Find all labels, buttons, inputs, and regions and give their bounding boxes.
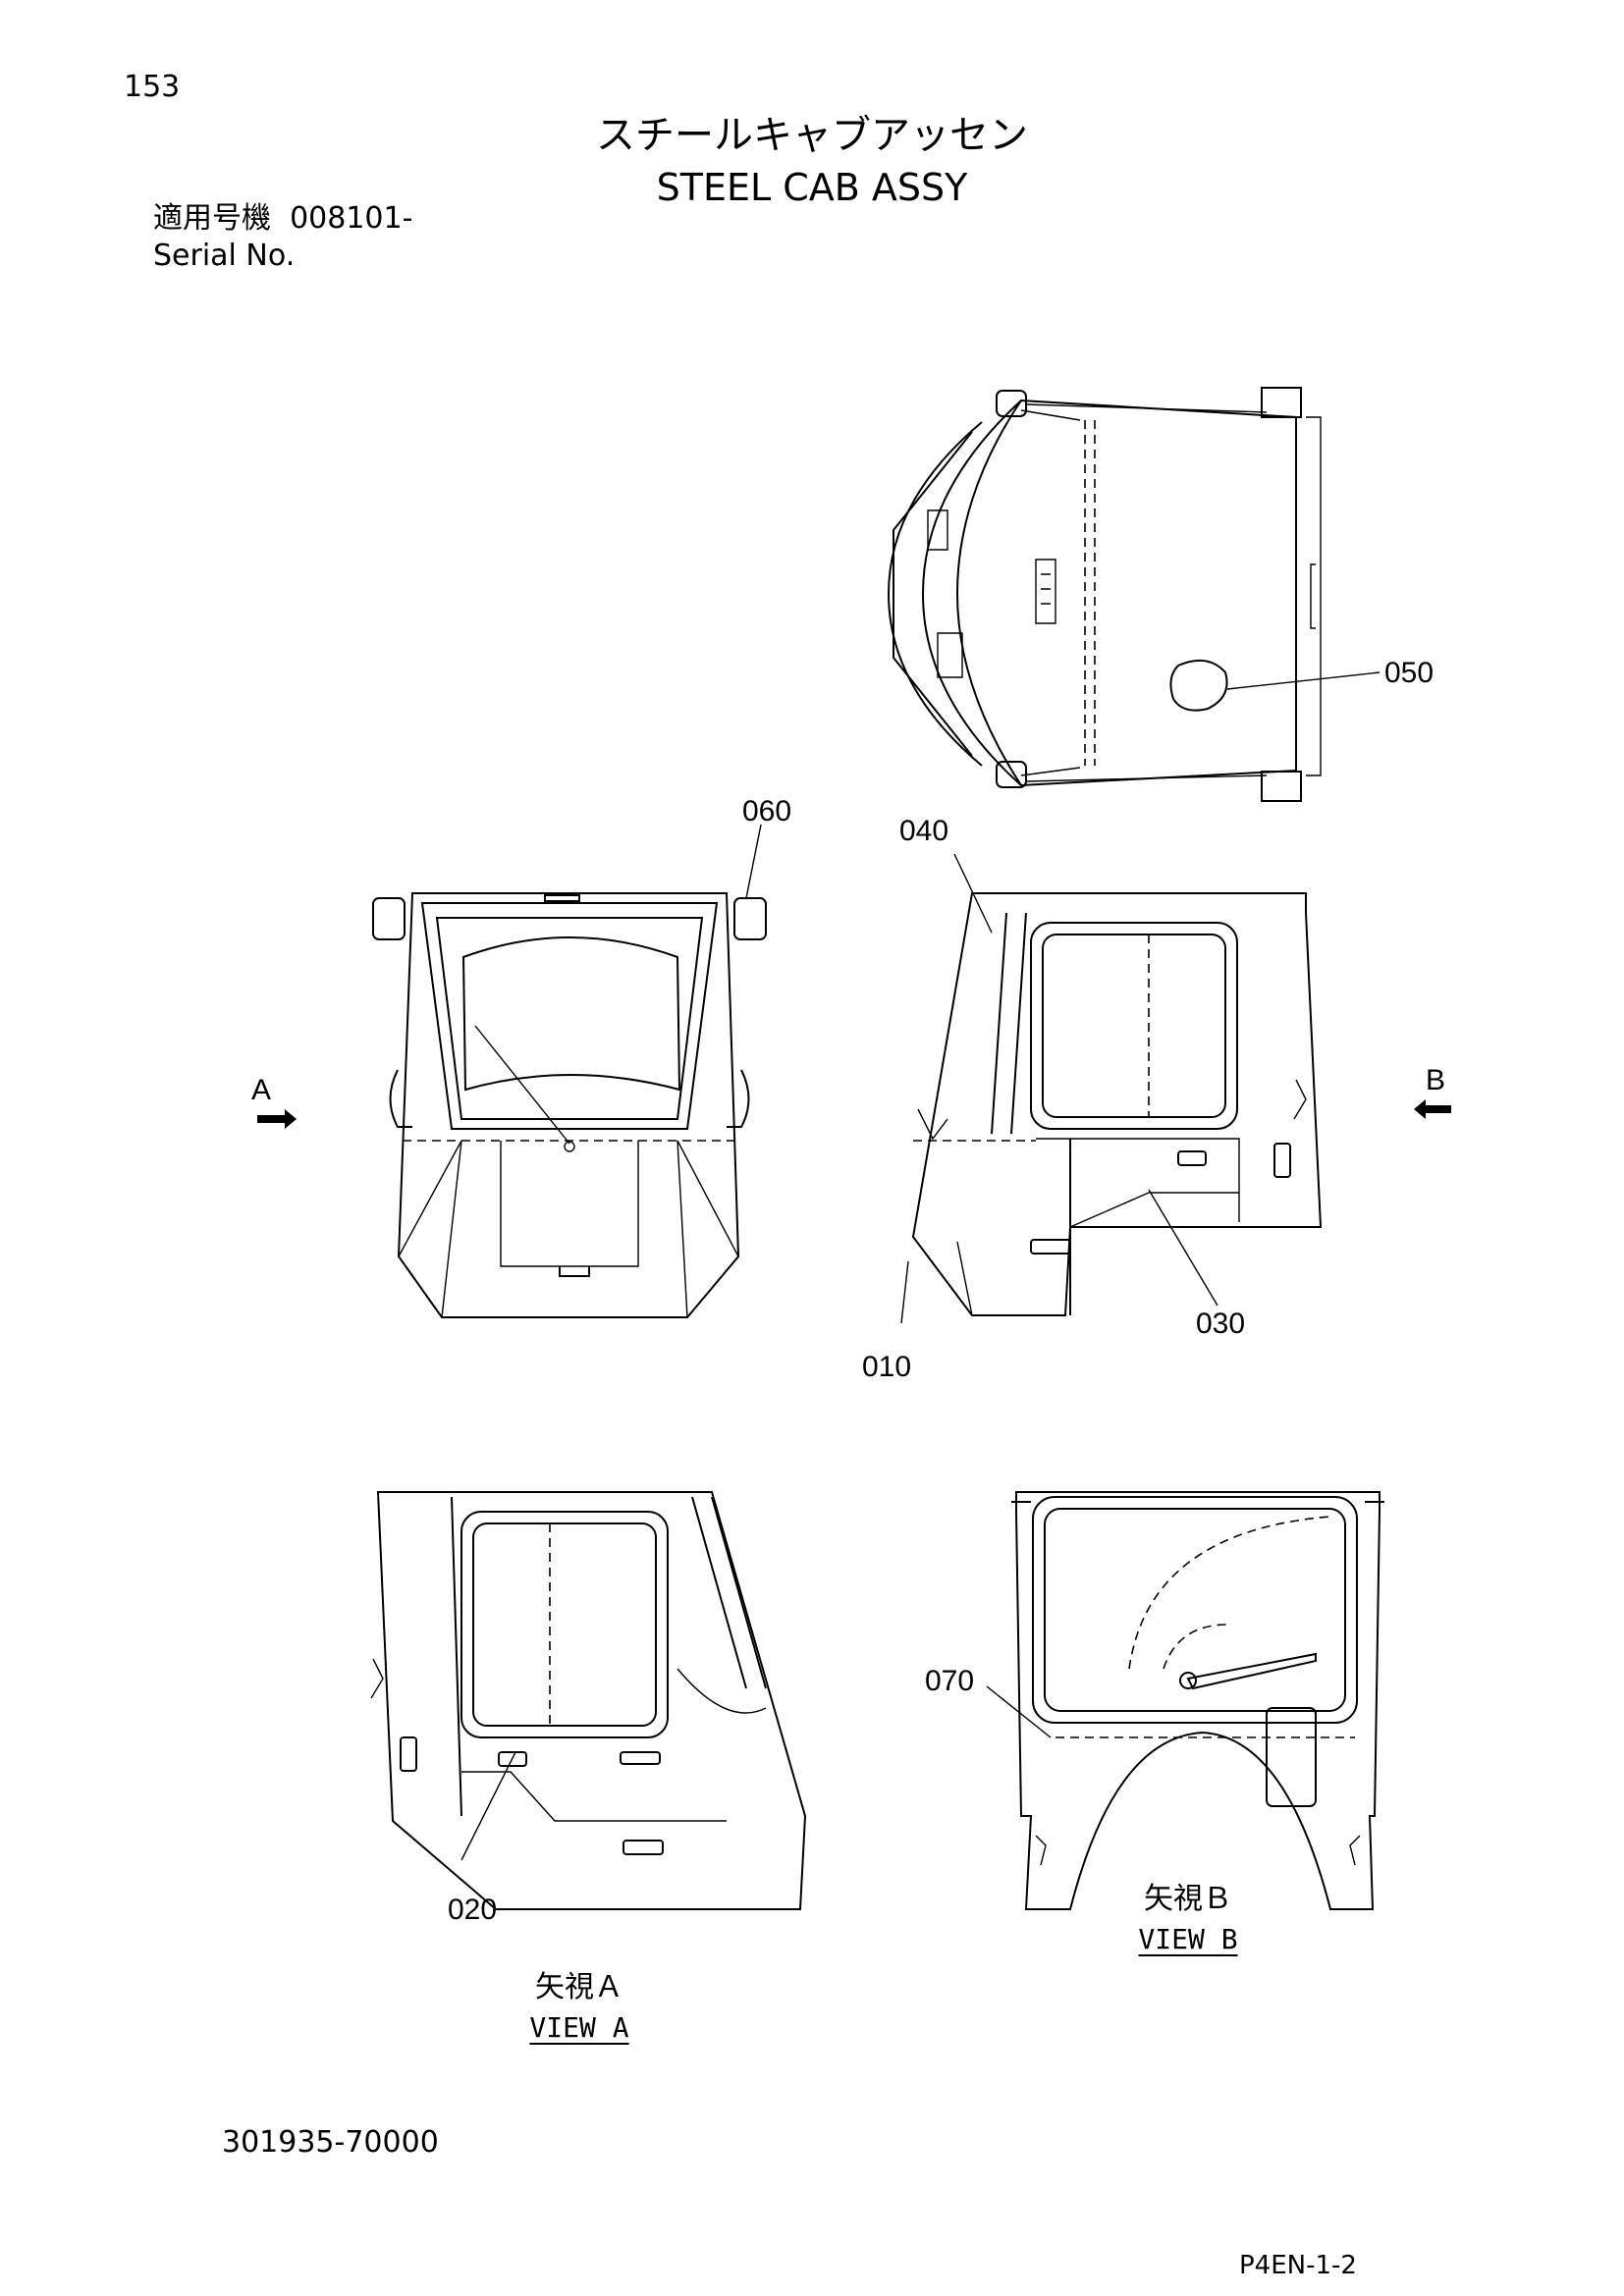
callout-050: 050 bbox=[1384, 657, 1434, 689]
view-a-drawing bbox=[370, 1491, 807, 1910]
view-b-label-japanese: 矢視Ｂ bbox=[1144, 1882, 1232, 1916]
callout-040: 040 bbox=[899, 815, 948, 847]
view-b-label: VIEW B bbox=[1138, 1923, 1238, 1955]
serial-value: 008101- bbox=[290, 201, 413, 236]
callout-010: 010 bbox=[862, 1351, 911, 1383]
view-a-label: VIEW A bbox=[529, 2011, 629, 2044]
arrow-b-label: B bbox=[1426, 1064, 1445, 1096]
callout-060: 060 bbox=[742, 795, 791, 828]
top-view-roof bbox=[887, 387, 1380, 802]
page-code: P4EN-1-2 bbox=[1239, 2251, 1357, 2280]
view-b-caption: 矢視Ｂ VIEW B bbox=[1119, 1885, 1257, 1953]
serial-label-japanese: 適用号機 bbox=[153, 201, 271, 236]
callout-020: 020 bbox=[448, 1894, 497, 1926]
callout-070: 070 bbox=[925, 1665, 974, 1697]
page-title-japanese: スチールキャブアッセン bbox=[596, 113, 1028, 158]
arrow-a-label: A bbox=[251, 1074, 271, 1106]
arrow-a-icon bbox=[257, 1109, 297, 1129]
page-title: STEEL CAB ASSY bbox=[656, 166, 968, 209]
side-view bbox=[900, 853, 1323, 1324]
arrow-b-icon bbox=[1414, 1099, 1451, 1119]
front-view bbox=[372, 824, 767, 1318]
serial-label: Serial No. bbox=[153, 239, 296, 273]
page-number: 153 bbox=[124, 70, 181, 104]
view-a-caption: 矢視Ａ VIEW A bbox=[511, 1973, 648, 2042]
drawing-number: 301935-70000 bbox=[222, 2125, 439, 2160]
serial-number-row: 適用号機 008101- bbox=[153, 204, 412, 234]
callout-030: 030 bbox=[1196, 1308, 1245, 1340]
view-b-drawing bbox=[986, 1491, 1384, 1910]
view-a-label-japanese: 矢視Ａ bbox=[535, 1970, 623, 2004]
